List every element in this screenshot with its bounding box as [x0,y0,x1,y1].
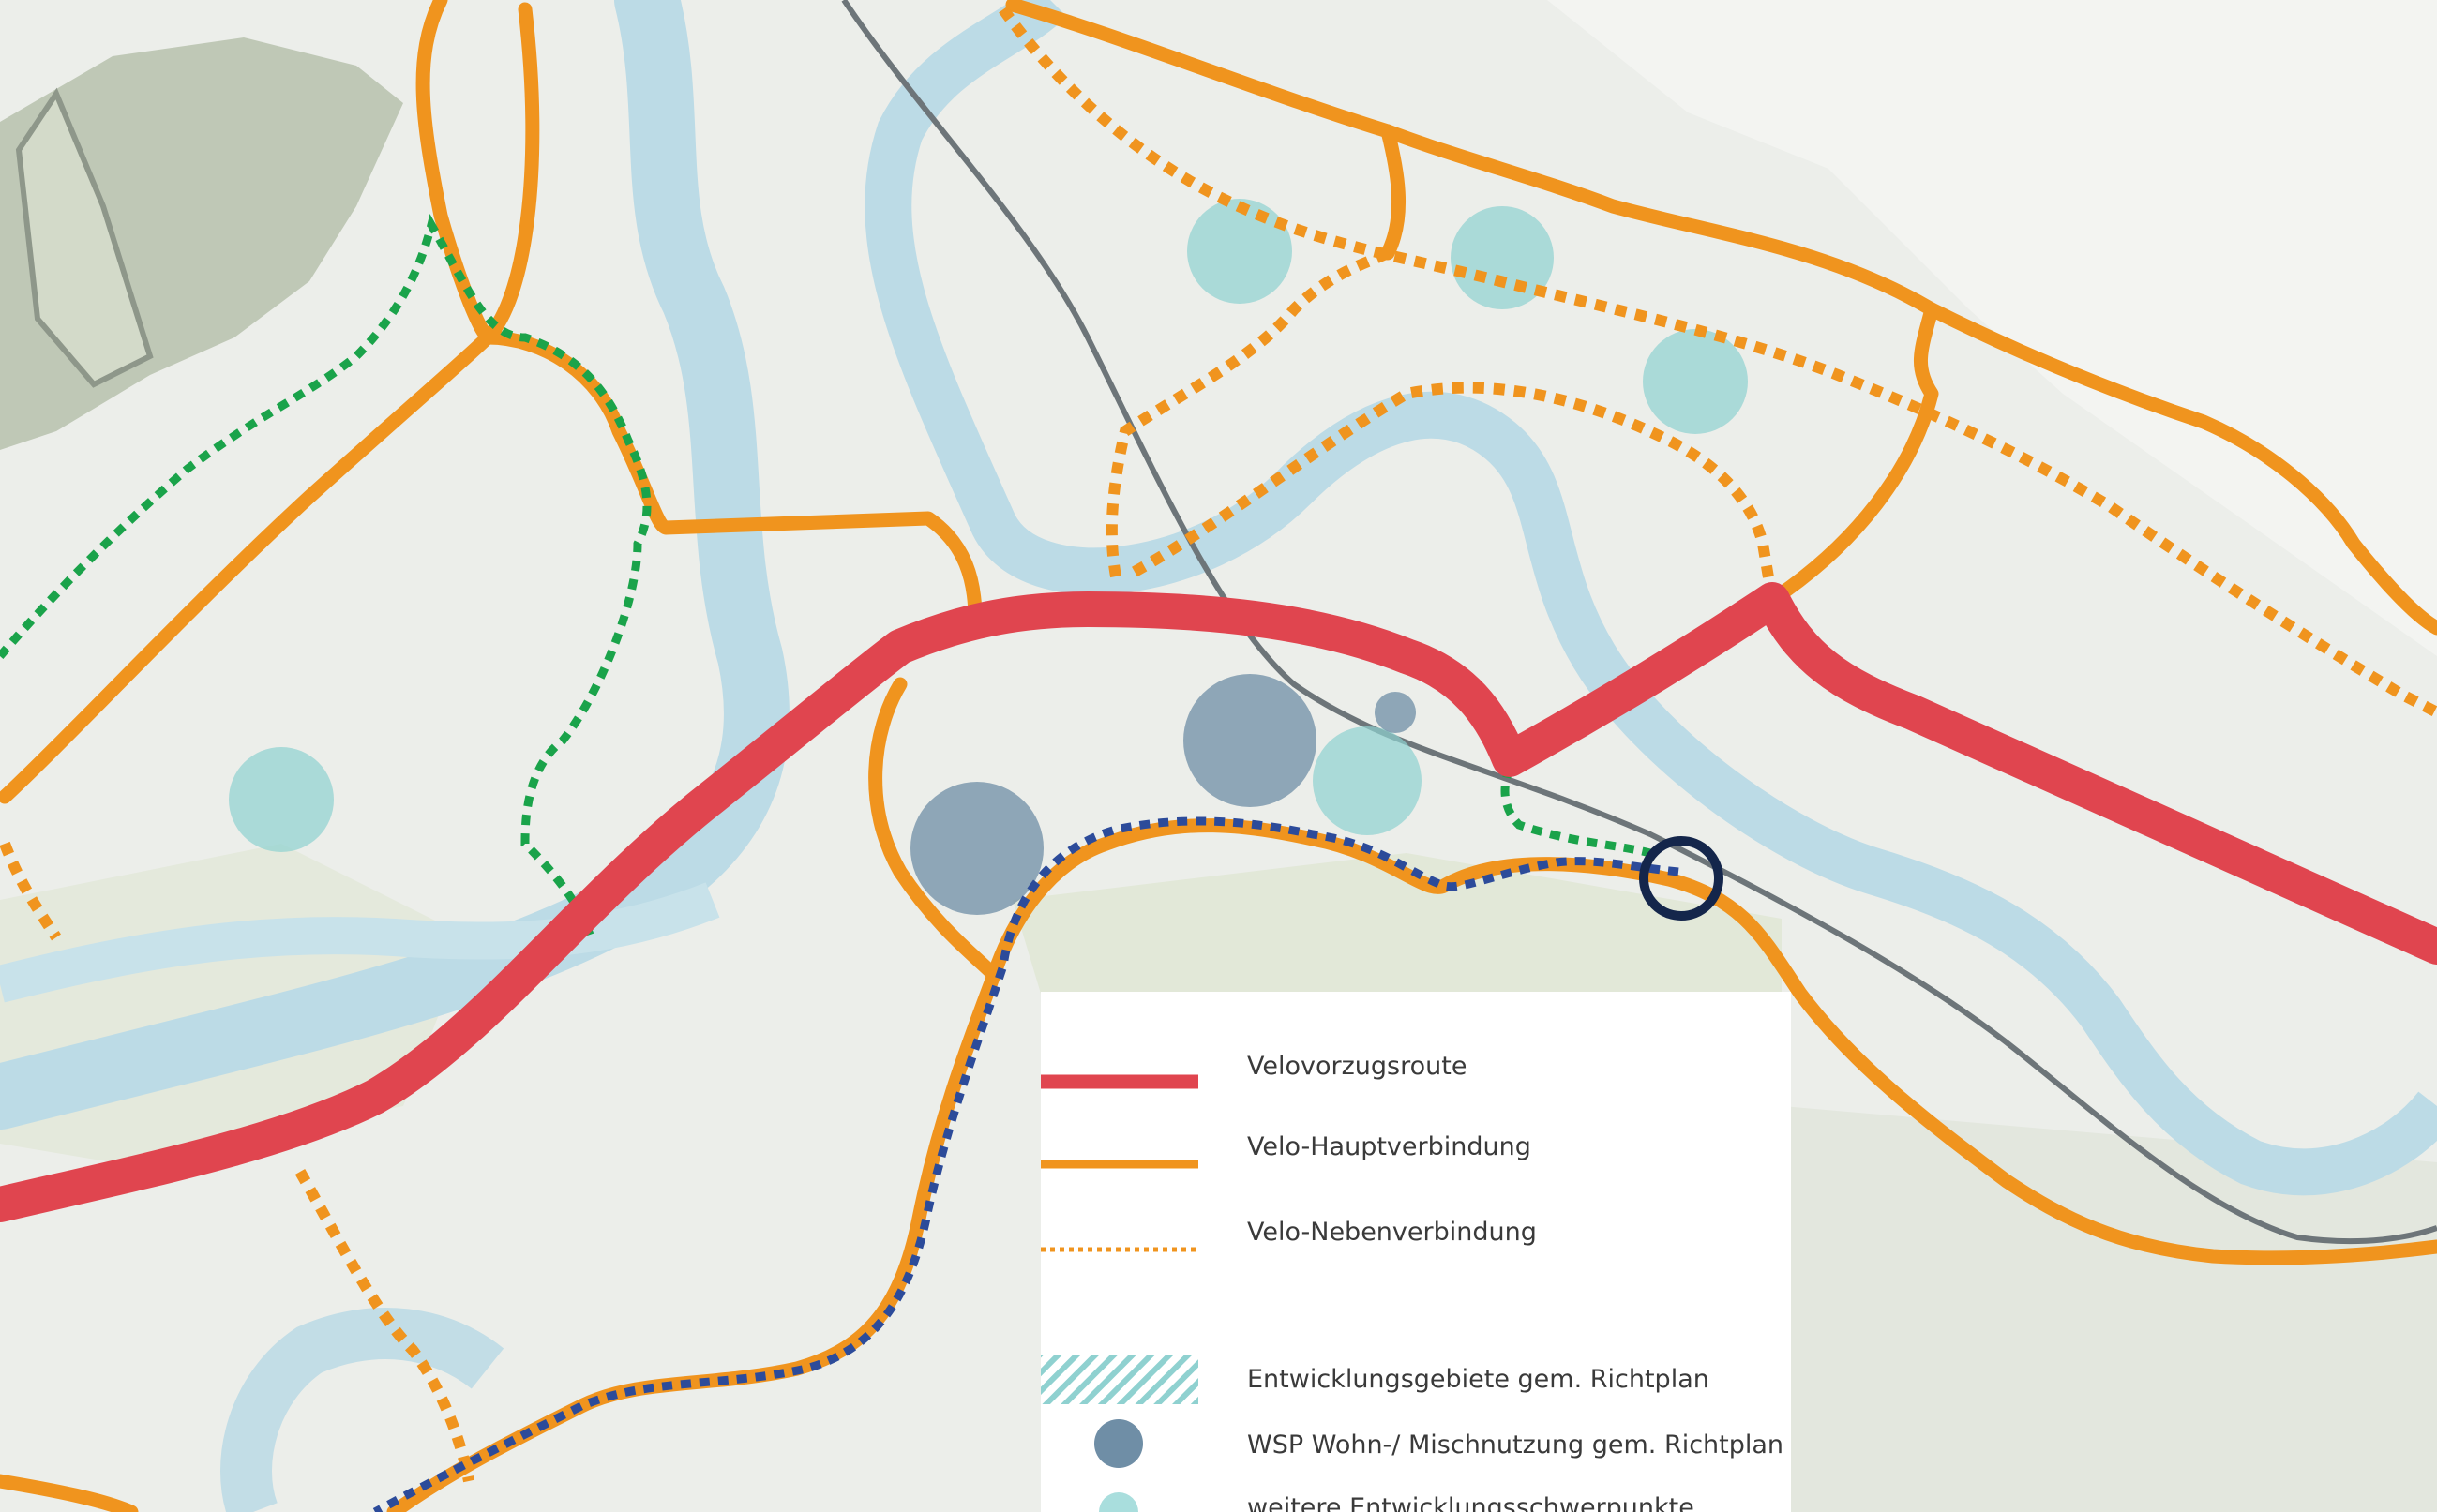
light-teal-circle-icon [1099,1492,1138,1512]
dark-teal-circle-icon [1094,1419,1143,1468]
legend-item-wsp: WSP Wohn-/ Mischnutzung gem. Richtplan [1041,1415,1791,1472]
legend-label: Velo-Nebenverbindung [1247,1218,1537,1247]
hauptverbindung-north-arc[interactable] [1005,0,2437,636]
hauptverbindung-north-link[interactable] [1380,124,1407,261]
river-south-bend [220,1308,504,1512]
legend-item-entwicklungsgebiete: Entwicklungsgebiete gem. Richtplan [1041,1350,1791,1406]
green-route-west[interactable] [0,214,652,939]
wsp-circle[interactable] [1375,692,1416,733]
development-circle[interactable] [1313,726,1422,835]
hauptverbindung-east-link[interactable] [1765,302,1939,607]
development-circle[interactable] [1451,206,1554,309]
location-ring-marker[interactable] [1639,836,1723,921]
legend-label: Velo-Hauptverbindung [1247,1132,1531,1161]
hills-southeast [1782,1106,2437,1512]
development-circle[interactable] [229,747,334,852]
hatched-cyan-icon [1041,1355,1198,1404]
legend-item-hauptverbindung: Velo-Hauptverbindung [1041,1117,1791,1174]
legend-item-nebenverbindung: Velo-Nebenverbindung [1041,1203,1791,1259]
hauptverbindung-south-loop[interactable] [986,818,2437,1265]
river-main [0,0,790,1130]
development-circle[interactable] [1643,329,1748,434]
river-branch-west [0,882,720,1003]
nebenverbindung-sw[interactable] [294,1169,474,1483]
wsp-circle[interactable] [1183,674,1316,807]
hauptverbindung-west-vertical[interactable] [415,0,540,345]
hauptverbindung-center-loop[interactable] [868,677,1001,982]
hauptverbindung-west-diagonal[interactable] [0,330,495,804]
hauptverbindung-south-left[interactable] [0,1474,139,1512]
legend-label: Entwicklungsgebiete gem. Richtplan [1247,1365,1709,1394]
orange-line-icon [1041,1160,1198,1169]
development-circle[interactable] [1187,199,1292,304]
velovorzugsroute-main[interactable] [0,582,2437,1222]
wsp-circle[interactable] [910,782,1044,915]
railway-line [841,0,2437,1245]
green-route-center[interactable] [841,601,1652,858]
forest-area-west-light [15,87,154,388]
orange-dotted-line-icon [1041,1247,1198,1252]
map-legend: Velovorzugsroute Velo-Hauptverbindung Ve… [1041,992,1791,1512]
blue-dotted-route[interactable] [372,816,1679,1512]
thick-red-line-icon [1041,1074,1198,1089]
legend-label: Velovorzugsroute [1247,1052,1467,1081]
legend-item-weitere: weitere Entwicklungsschwerpunkte [1041,1458,1791,1512]
legend-item-velovorzugsroute: Velovorzugsroute [1041,1037,1791,1093]
nebenverbindung-inner[interactable] [1132,382,1778,601]
legend-label: WSP Wohn-/ Mischnutzung gem. Richtplan [1247,1430,1784,1460]
nebenverbindung-north[interactable] [999,6,2437,718]
open-land-south [1013,853,1782,994]
hills-northeast [1547,0,2437,656]
river-loop-north [865,0,2437,1196]
legend-label: weitere Entwicklungsschwerpunkte [1247,1493,1694,1512]
